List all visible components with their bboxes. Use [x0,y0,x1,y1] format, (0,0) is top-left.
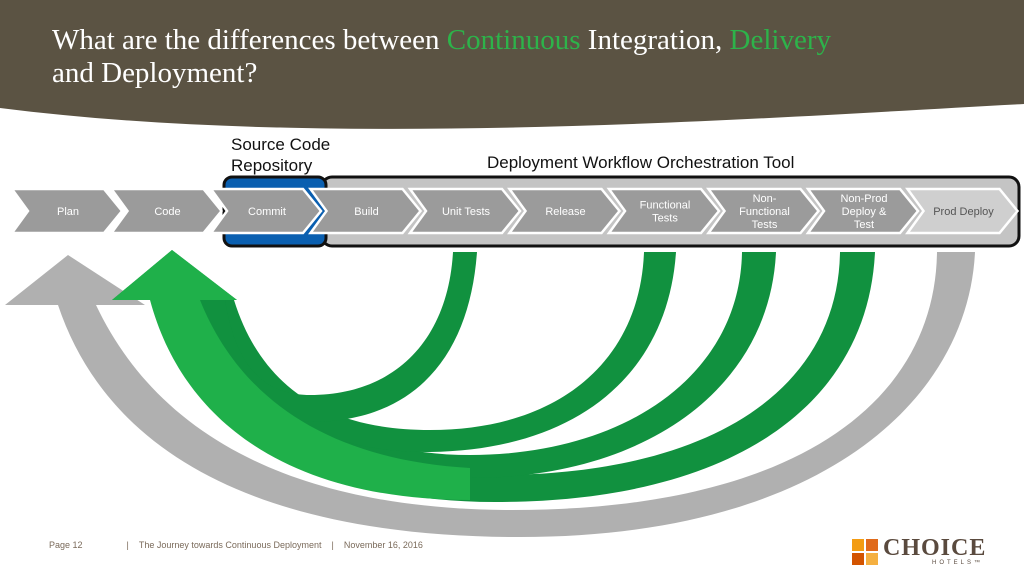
footer-sep-1: | [126,540,129,550]
choice-hotels-logo: CHOICE HOTELS™ [850,535,1000,569]
source-repo-label: Source Code Repository [231,134,330,176]
stage-prod-deploy: Prod Deploy [905,187,1020,235]
title-text-2: Integration, [580,24,730,56]
source-repo-label-line1: Source Code [231,135,331,154]
title-text-1: What are the differences between [52,24,447,56]
stage-chevron [109,187,224,235]
stage-chevron [208,187,323,235]
stage-chevron [507,187,622,235]
stage-build: Build [308,187,423,235]
stage-code: Code [109,187,224,235]
stage-chevron [905,187,1020,235]
stage-chevron [706,187,821,235]
stage-label: Functional [739,206,790,218]
stage-chevron [805,187,920,235]
stage-label: Unit Tests [442,206,491,218]
stage-chevron [308,187,423,235]
feedback-arrow-functional-to-code [202,252,676,453]
feedback-arrow-prod-to-plan [5,252,975,538]
stage-label: Functional [640,200,691,212]
stage-label: Deploy & [842,206,887,218]
stage-label: Tests [652,213,678,225]
header-band [0,0,1024,129]
stage-chevron [407,187,522,235]
stage-label: Non- [753,193,777,205]
stage-label: Build [354,206,378,218]
stage-label: Commit [248,206,286,218]
feedback-arrows [5,250,975,538]
footer-date: November 16, 2016 [343,540,423,550]
stage-chevron [9,187,124,235]
title-text-3: and Deployment? [52,57,258,89]
stage-commit: Commit [208,187,323,235]
logo-name: CHOICE [883,535,987,561]
logo-mark-icon [852,539,878,565]
stage-label: Prod Deploy [933,206,994,218]
logo-sub: HOTELS™ [932,560,984,566]
feedback-arrow-unittests-to-code [195,252,477,422]
footer-deck-title: The Journey towards Continuous Deploymen… [138,540,322,550]
stage-label: Non-Prod [840,193,887,205]
stage-plan: Plan [9,187,124,235]
footer-page: Page 12 [49,540,83,550]
stage-label: Release [545,206,585,218]
footer: Page 12 | The Journey towards Continuous D… [49,540,423,550]
page-title: What are the differences between Continu… [52,24,992,90]
stage-label: Plan [57,206,79,218]
stage-label: Tests [752,219,778,231]
title-highlight-delivery: Delivery [729,24,831,56]
title-highlight-continuous: Continuous [446,24,581,56]
feedback-arrowhead-code [112,250,470,500]
stage-release: Release [507,187,622,235]
source-repo-label-line2: Repository [231,156,313,175]
stage-label: Code [154,206,180,218]
orchestration-label: Deployment Workflow Orchestration Tool [487,153,795,172]
pipeline-stages: Plan Code Commit Build Unit Tests Release Func… [9,187,1020,235]
footer-sep-2: | [331,540,334,550]
feedback-arrow-nonfunctional-to-code [192,252,776,478]
stage-chevron [606,187,721,235]
stage-unit-tests: Unit Tests [407,187,522,235]
stage-label: Test [854,219,874,231]
